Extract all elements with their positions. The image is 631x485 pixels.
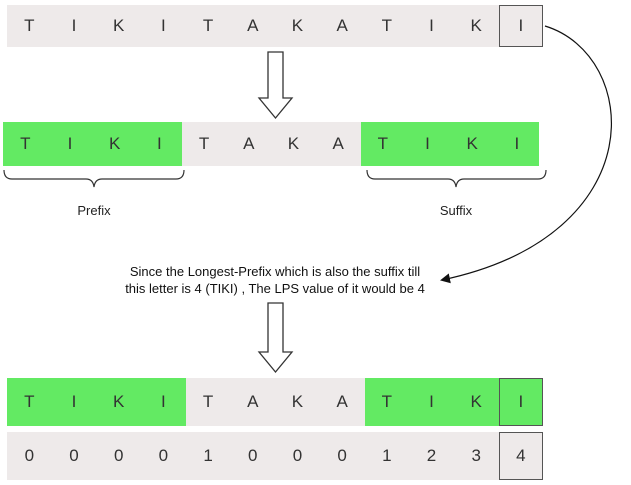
lps-value-cell: 1 xyxy=(185,432,231,480)
letter-cell: I xyxy=(51,378,97,426)
letter-cell: T xyxy=(185,5,231,47)
suffix-label: Suffix xyxy=(439,203,473,218)
letter-cell: T xyxy=(7,378,52,426)
letter-cell: A xyxy=(319,5,365,47)
letter-cell: I xyxy=(498,5,544,47)
letter-cell: T xyxy=(364,5,410,47)
lps-value-cell: 0 xyxy=(51,432,97,480)
letter-cell: K xyxy=(96,5,142,47)
letter-cell: T xyxy=(3,122,48,166)
letter-cell: I xyxy=(494,122,540,166)
letter-cell: I xyxy=(141,5,186,47)
letter-cell: K xyxy=(275,378,320,426)
curved-arrow-icon xyxy=(440,25,612,284)
letter-cell: I xyxy=(409,5,454,47)
caption-line-1: Since the Longest-Prefix which is also t… xyxy=(129,264,421,279)
lps-value-cell: 3 xyxy=(453,432,499,480)
lps-value-cell: 1 xyxy=(364,432,410,480)
letter-cell: A xyxy=(315,122,361,166)
lps-value-cell: 0 xyxy=(7,432,52,480)
letter-cell: T xyxy=(7,5,52,47)
down-arrow-icon xyxy=(257,51,294,120)
down-arrow-icon xyxy=(257,302,294,374)
lps-value-cell: 0 xyxy=(230,432,276,480)
letter-cell: K xyxy=(275,5,320,47)
letter-cell: T xyxy=(181,122,227,166)
letter-cell: I xyxy=(405,122,450,166)
letter-cell: K xyxy=(96,378,142,426)
letter-cell: I xyxy=(141,378,186,426)
letter-cell: I xyxy=(498,378,544,426)
lps-value-cell: 4 xyxy=(498,432,544,480)
letter-cell: I xyxy=(409,378,454,426)
suffix-brace-icon xyxy=(366,169,547,188)
prefix-brace-icon xyxy=(3,169,185,188)
letter-cell: K xyxy=(453,378,499,426)
letter-cell: T xyxy=(185,378,231,426)
letter-cell: A xyxy=(230,378,276,426)
letter-cell: I xyxy=(51,5,97,47)
letter-cell: K xyxy=(449,122,495,166)
caption-line-2: this letter is 4 (TIKI) , The LPS value … xyxy=(125,281,425,296)
prefix-label: Prefix xyxy=(77,203,111,218)
lps-value-cell: 0 xyxy=(275,432,320,480)
letter-cell: A xyxy=(226,122,272,166)
lps-value-cell: 0 xyxy=(96,432,142,480)
lps-value-cell: 2 xyxy=(409,432,454,480)
letter-cell: I xyxy=(137,122,182,166)
letter-cell: I xyxy=(47,122,93,166)
lps-explanation: Since the Longest-Prefix which is also t… xyxy=(90,263,460,297)
letter-cell: T xyxy=(364,378,410,426)
letter-cell: T xyxy=(360,122,406,166)
lps-value-cell: 0 xyxy=(319,432,365,480)
letter-cell: A xyxy=(230,5,276,47)
letter-cell: K xyxy=(271,122,316,166)
letter-cell: K xyxy=(92,122,138,166)
letter-cell: K xyxy=(453,5,499,47)
lps-value-cell: 0 xyxy=(141,432,186,480)
letter-cell: A xyxy=(319,378,365,426)
